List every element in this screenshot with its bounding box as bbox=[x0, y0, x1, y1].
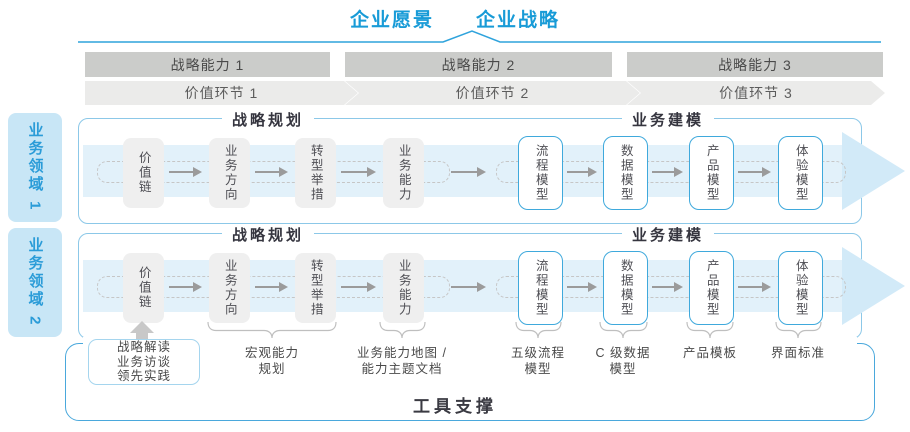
dashed-track-planning bbox=[97, 161, 450, 183]
domain-2-flow-panel: 战略规划 业务建模 价值链 业务方向 转型举措 业务能力 流程模型 数据模型 产… bbox=[78, 224, 905, 339]
annotation-line: 界面标准 bbox=[770, 346, 826, 360]
annotation-macro-capability: 宏观能力 规划 bbox=[245, 345, 299, 378]
dashed-track-modeling bbox=[496, 276, 846, 298]
box-value-chain: 价值链 bbox=[123, 253, 164, 323]
practice-line-3: 领先实践 bbox=[116, 369, 171, 384]
dashed-track-planning bbox=[97, 276, 450, 298]
strategic-capability-band-2: 战略能力 2 bbox=[345, 52, 612, 77]
flow-arrow bbox=[341, 282, 376, 292]
business-domain-tab-1: 业务领域 1 bbox=[8, 113, 62, 222]
business-domain-label-2: 业务领域 2 bbox=[26, 237, 44, 328]
box-business-capability: 业务能力 bbox=[383, 253, 424, 323]
annotation-process-model: 五级流程 模型 bbox=[511, 345, 565, 378]
flow-arrow bbox=[567, 282, 597, 292]
flow-arrow bbox=[255, 282, 288, 292]
strategic-capability-label-2: 战略能力 2 bbox=[441, 56, 516, 73]
business-domain-tab-2: 业务领域 2 bbox=[8, 228, 62, 337]
annotation-line: 五级流程 bbox=[510, 346, 566, 360]
box-process-model: 流程模型 bbox=[518, 251, 563, 325]
vision-roof-line bbox=[78, 30, 881, 43]
annotation-line: C 级数据 bbox=[595, 346, 651, 360]
flow-arrow bbox=[652, 282, 683, 292]
big-flow-arrow-head bbox=[842, 247, 905, 325]
annotation-line: 产品模板 bbox=[682, 346, 738, 360]
flow-arrow bbox=[652, 167, 683, 177]
flow-arrow bbox=[567, 167, 597, 177]
strategic-planning-title: 战略规划 bbox=[221, 224, 315, 245]
box-transformation-moves: 转型举措 bbox=[295, 253, 336, 323]
value-link-chevron-1: 价值环节 1 bbox=[85, 81, 358, 105]
practice-line-1: 战略解读 bbox=[116, 340, 171, 355]
strategic-capability-band-1: 战略能力 1 bbox=[85, 52, 330, 77]
header-titles: 企业愿景 企业战略 bbox=[0, 5, 910, 32]
practice-line-2: 业务访谈 bbox=[116, 354, 171, 369]
up-arrow-stem bbox=[136, 332, 148, 342]
box-business-direction: 业务方向 bbox=[209, 138, 250, 208]
value-link-label-2: 价值环节 2 bbox=[455, 85, 530, 101]
flow-arrow bbox=[169, 167, 202, 177]
box-data-model: 数据模型 bbox=[603, 251, 648, 325]
business-modeling-title: 业务建模 bbox=[621, 109, 715, 130]
tool-support-border-cover bbox=[83, 337, 857, 350]
box-product-model: 产品模型 bbox=[689, 136, 734, 210]
value-link-chevron-2: 价值环节 2 bbox=[345, 81, 640, 105]
flow-arrow bbox=[738, 282, 771, 292]
annotation-data-model: C 级数据 模型 bbox=[595, 345, 650, 378]
box-value-chain: 价值链 bbox=[123, 138, 164, 208]
annotation-ui-standard: 界面标准 bbox=[771, 345, 825, 361]
domain-1-flow-panel: 战略规划 业务建模 价值链 业务方向 转型举措 业务能力 流程模型 数据模型 产… bbox=[78, 109, 905, 224]
value-link-label-1: 价值环节 1 bbox=[184, 85, 259, 101]
box-business-capability: 业务能力 bbox=[383, 138, 424, 208]
flow-arrow bbox=[738, 167, 771, 177]
value-link-label-3: 价值环节 3 bbox=[719, 85, 793, 101]
box-process-model: 流程模型 bbox=[518, 136, 563, 210]
business-domain-label-1: 业务领域 1 bbox=[26, 122, 44, 213]
box-business-direction: 业务方向 bbox=[209, 253, 250, 323]
annotation-line: 能力主题文档 bbox=[361, 362, 443, 377]
annotation-line: 宏观能力 bbox=[244, 346, 300, 360]
flow-arrow bbox=[169, 282, 202, 292]
annotation-capability-map: 业务能力地图 / 能力主题文档 bbox=[357, 345, 447, 378]
box-transformation-moves: 转型举措 bbox=[295, 138, 336, 208]
strategic-capability-band-3: 战略能力 3 bbox=[627, 52, 883, 77]
value-link-chevron-3: 价值环节 3 bbox=[627, 81, 885, 105]
tool-support-label: 工具支撑 bbox=[413, 397, 497, 416]
practice-note-box: 战略解读 业务访谈 领先实践 bbox=[88, 339, 200, 385]
business-modeling-title: 业务建模 bbox=[621, 224, 715, 245]
box-data-model: 数据模型 bbox=[603, 136, 648, 210]
dashed-track-modeling bbox=[496, 161, 846, 183]
box-product-model: 产品模型 bbox=[689, 251, 734, 325]
box-experience-model: 体验模型 bbox=[778, 251, 823, 325]
flow-arrow bbox=[255, 167, 288, 177]
up-arrow-icon bbox=[130, 321, 154, 333]
strategic-capability-label-3: 战略能力 3 bbox=[718, 56, 792, 73]
flow-arrow bbox=[451, 282, 486, 292]
annotation-line: 业务能力地图 / bbox=[357, 346, 447, 360]
box-experience-model: 体验模型 bbox=[778, 136, 823, 210]
annotation-product-template: 产品模板 bbox=[683, 345, 737, 361]
enterprise-vision-title: 企业愿景 bbox=[349, 10, 434, 31]
strategic-capability-label-1: 战略能力 1 bbox=[170, 56, 245, 73]
annotation-line: 规划 bbox=[258, 362, 286, 377]
flow-arrow bbox=[341, 167, 376, 177]
flow-arrow bbox=[451, 167, 486, 177]
annotation-line: 模型 bbox=[524, 362, 552, 377]
enterprise-strategy-title: 企业战略 bbox=[476, 10, 561, 31]
big-flow-arrow-head bbox=[842, 132, 905, 210]
annotation-line: 模型 bbox=[609, 362, 637, 377]
strategic-planning-title: 战略规划 bbox=[221, 109, 315, 130]
